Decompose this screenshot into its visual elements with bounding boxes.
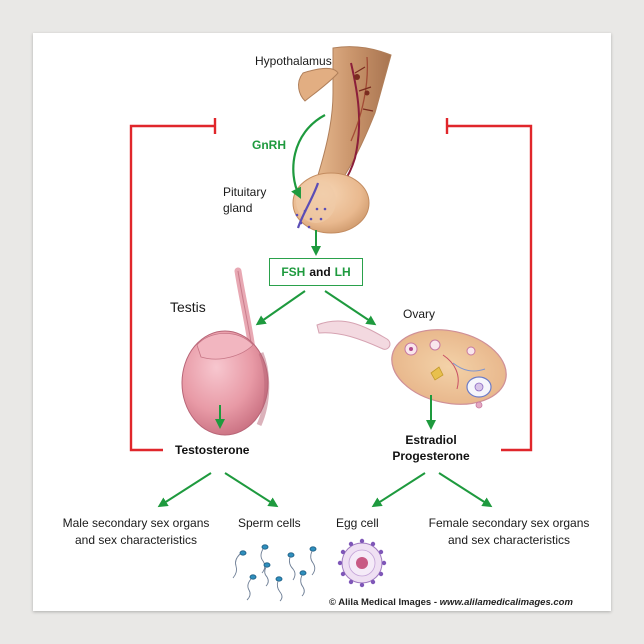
label-testis: Testis xyxy=(170,299,206,315)
inhibition-feedback-left xyxy=(129,118,217,452)
testis-illustration xyxy=(181,267,270,436)
label-progesterone: Progesterone xyxy=(392,449,470,463)
egg-cell-illustration xyxy=(337,538,387,588)
label-female-line2: and sex characteristics xyxy=(447,533,571,547)
testosterone-to-sperm-arrow xyxy=(224,472,279,508)
estradiol-to-female-arrow xyxy=(438,472,493,508)
label-hypothalamus: Hypothalamus xyxy=(255,54,332,68)
fsh-lh-box: FSH and LH xyxy=(269,258,363,286)
inhibition-feedback-right xyxy=(445,118,533,452)
label-and: and xyxy=(309,265,331,279)
label-egg-cell: Egg cell xyxy=(336,516,379,530)
credit-site: www.alilamedicalimages.com xyxy=(439,597,573,608)
label-fsh: FSH xyxy=(281,265,306,279)
label-lh: LH xyxy=(334,265,351,279)
poster: Hypothalamus GnRH Pituitary gland FSH an… xyxy=(33,33,611,611)
pituitary-gland-illustration xyxy=(292,172,370,234)
fsh-to-testis-arrow xyxy=(255,290,306,326)
testosterone-to-male-arrow xyxy=(157,472,212,508)
sperm-cells-illustration xyxy=(232,544,317,602)
label-male-line2: and sex characteristics xyxy=(74,533,198,547)
hypothalamus-illustration xyxy=(298,46,392,209)
credit-line: © Alila Medical Images - www.alilamedica… xyxy=(329,595,573,610)
gnrh-arrow xyxy=(291,114,326,199)
credit-owner: © Alila Medical Images xyxy=(329,597,432,608)
credit-separator: - xyxy=(433,597,438,608)
label-gnrh: GnRH xyxy=(252,138,286,152)
label-pituitary-line1: Pituitary xyxy=(223,185,267,199)
diagram-artwork xyxy=(129,46,533,602)
label-pituitary-line2: gland xyxy=(223,201,253,215)
label-estradiol: Estradiol xyxy=(405,433,457,447)
ovary-illustration xyxy=(316,320,507,409)
label-female-line1: Female secondary sex organs xyxy=(428,516,590,530)
label-testosterone: Testosterone xyxy=(175,443,250,457)
label-sperm-cells: Sperm cells xyxy=(238,516,301,530)
fsh-to-ovary-arrow xyxy=(324,290,377,326)
label-male-line1: Male secondary sex organs xyxy=(62,516,210,530)
estradiol-to-egg-arrow xyxy=(371,472,426,508)
label-ovary: Ovary xyxy=(403,307,436,321)
